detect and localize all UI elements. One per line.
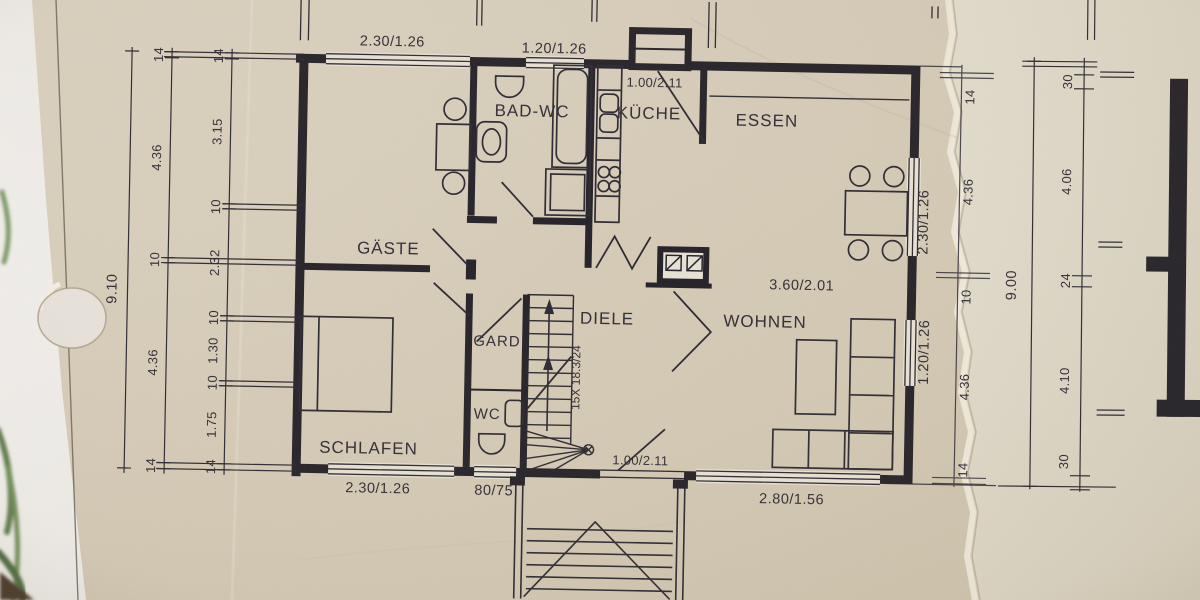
photo-vignette: [0, 0, 1200, 600]
floor-plan-photo: GÄSTE BAD-WC KÜCHE ESSEN DIELE WOHNEN SC…: [0, 0, 1200, 600]
floor-plan-canvas: GÄSTE BAD-WC KÜCHE ESSEN DIELE WOHNEN SC…: [0, 0, 1200, 600]
